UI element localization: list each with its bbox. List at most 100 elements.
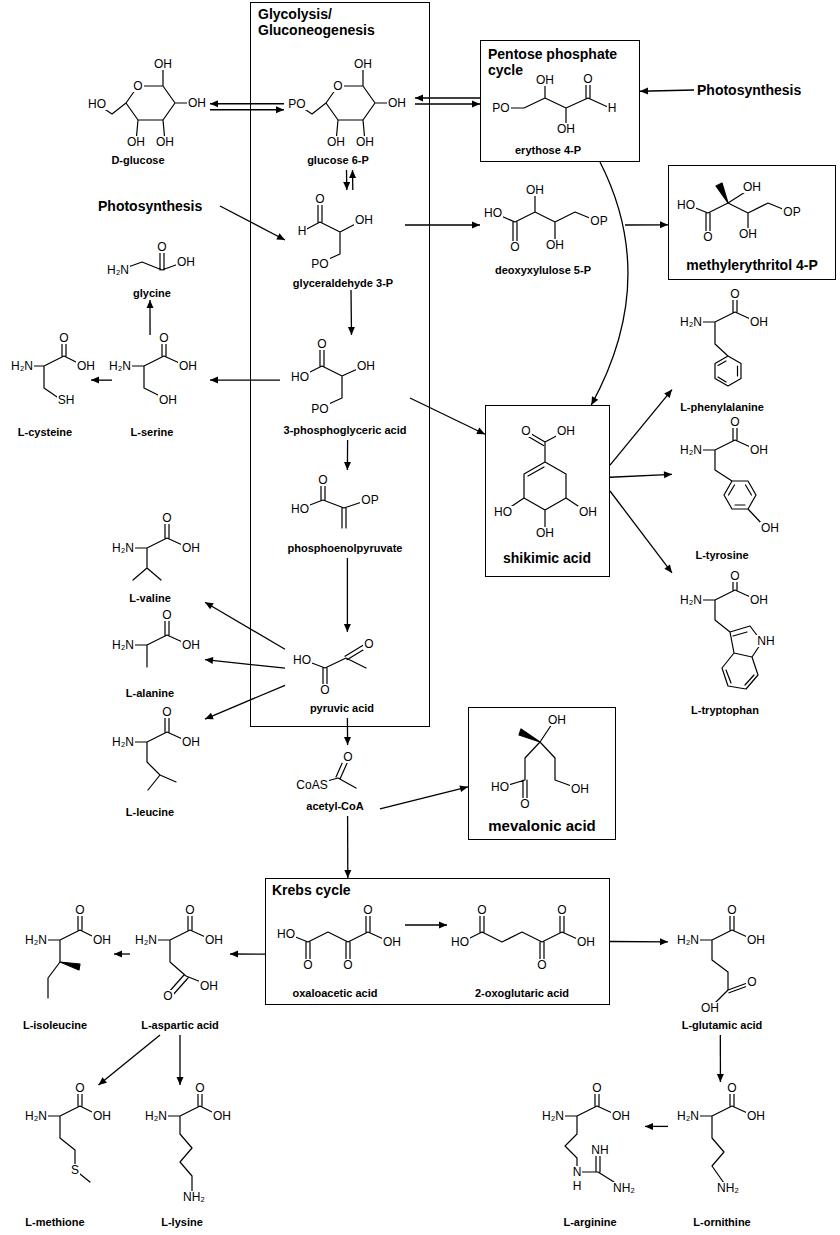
reaction-arrow xyxy=(717,1035,724,1082)
compound: L-methioneH₂NOOHS xyxy=(5,1085,115,1230)
reaction-arrow xyxy=(591,162,628,405)
atom-label: OH xyxy=(204,934,224,946)
atom-label: OH xyxy=(199,980,219,992)
atom-label: OH xyxy=(355,136,375,148)
pathway-box: methylerythritol 4-PHOOOHOHOP xyxy=(668,165,836,280)
reaction-arrow xyxy=(664,471,672,478)
atom-label: O xyxy=(342,751,353,763)
atom-label: H₂N xyxy=(541,1110,565,1122)
bond-lines xyxy=(502,82,610,126)
atom-label: H₂N xyxy=(108,360,132,372)
compound: L-aspartic acidH₂NOOHOOH xyxy=(130,900,230,1035)
reaction-arrow xyxy=(230,951,265,958)
compound-name: L-isoleucine xyxy=(22,1019,88,1032)
atom-label: O xyxy=(556,904,567,916)
reaction-arrow xyxy=(177,1035,184,1085)
atom-label: OH xyxy=(153,58,173,70)
reaction-arrow xyxy=(205,685,285,719)
atom-label: H₂N xyxy=(111,639,135,651)
reaction-arrow xyxy=(380,787,468,809)
compound-name: glycine xyxy=(132,287,172,300)
atom-label: OH xyxy=(353,58,373,70)
reaction-arrow xyxy=(405,922,447,929)
atom-label: OH xyxy=(76,360,96,372)
box-heading: Glycolysis/ Gluconeogenesis xyxy=(258,6,423,38)
compound: acetyl-CoACoASO xyxy=(290,745,380,816)
atom-label: O xyxy=(316,338,327,350)
reaction-arrow xyxy=(415,103,480,104)
reaction-arrow xyxy=(205,602,285,649)
reaction-arrow xyxy=(210,100,284,113)
wedge-bond xyxy=(716,183,728,203)
reaction-arrow xyxy=(348,290,355,335)
atom-label: S xyxy=(70,1164,80,1176)
atom-label: H xyxy=(297,225,308,237)
bond-lines xyxy=(690,1090,754,1186)
reaction-arrow xyxy=(276,106,284,113)
atom-label: CoAS xyxy=(295,779,328,791)
bond-lines xyxy=(302,346,364,407)
reaction-arrow xyxy=(344,737,351,745)
atom-label: HO xyxy=(676,199,696,211)
compound: L-alanineH₂NOOH xyxy=(110,609,205,701)
atom-label: NH₂ xyxy=(716,1182,740,1194)
reaction-arrow xyxy=(640,88,694,95)
reaction-arrow xyxy=(660,221,668,228)
reaction-arrow xyxy=(210,377,280,384)
atom-label: O xyxy=(161,609,172,621)
atom-label: OH xyxy=(126,136,146,148)
reaction-arrow xyxy=(380,785,468,809)
reaction-arrow xyxy=(210,103,284,104)
compound: L-glutamic acidH₂NOOHOOH xyxy=(668,898,777,1035)
reaction-arrow xyxy=(276,233,285,240)
reaction-arrow xyxy=(439,922,447,929)
reaction-arrow xyxy=(610,491,672,573)
reaction-arrow xyxy=(405,222,480,229)
pathway-box: Krebs cycleoxaloacetic acidHOOOOOH2-oxog… xyxy=(265,878,610,1005)
reaction-arrow xyxy=(99,1077,107,1085)
reaction-arrow xyxy=(343,170,356,190)
compound-name: oxaloacetic acid xyxy=(292,987,379,1000)
reaction-arrow xyxy=(220,206,285,240)
box-heading: Photosynthesis xyxy=(98,198,202,214)
atom-label: OH xyxy=(576,936,596,948)
atom-label: H₂N xyxy=(24,1110,48,1122)
compound: glycineH₂NOOH xyxy=(108,238,208,300)
reaction-arrow xyxy=(210,379,280,380)
reaction-arrow xyxy=(205,685,285,719)
reaction-arrow xyxy=(344,558,351,632)
atom-label: HO xyxy=(450,936,470,948)
reaction-arrow xyxy=(230,951,238,958)
reaction-arrow xyxy=(344,440,351,470)
compound-name: L-tryptophan xyxy=(690,704,760,717)
atom-label: PO xyxy=(491,102,510,114)
reaction-arrow xyxy=(205,657,213,664)
compound-name: glyceraldehyde 3-P xyxy=(292,277,394,290)
reaction-arrow xyxy=(640,90,694,91)
reaction-arrow xyxy=(415,95,480,108)
reaction-arrow xyxy=(91,377,99,384)
atom-label: OH xyxy=(545,239,565,251)
compound-name: L-cysteine xyxy=(17,426,73,439)
atom-label: NH xyxy=(590,1144,609,1156)
box-heading: shikimic acid xyxy=(503,550,591,566)
atom-label: NH₂ xyxy=(182,1191,206,1203)
compound: glyceraldehyde 3-POHOHPO xyxy=(285,190,405,290)
atom-label: H₂N xyxy=(134,934,158,946)
reaction-arrow xyxy=(410,398,485,434)
atom-label: O xyxy=(536,959,547,971)
atom-label: OH xyxy=(382,936,402,948)
atom-label: O xyxy=(302,959,313,971)
bond-lines xyxy=(38,912,100,998)
box-heading: Krebs cycle xyxy=(272,882,351,898)
reaction-arrow xyxy=(343,182,350,190)
reaction-arrow xyxy=(344,462,351,470)
reaction-arrow xyxy=(205,713,214,720)
reaction-arrow xyxy=(220,206,285,240)
compound-name: L-valine xyxy=(128,592,172,605)
bond-lines xyxy=(304,642,370,686)
atom-label: OP xyxy=(782,206,801,218)
atom-label: OH xyxy=(746,934,766,946)
